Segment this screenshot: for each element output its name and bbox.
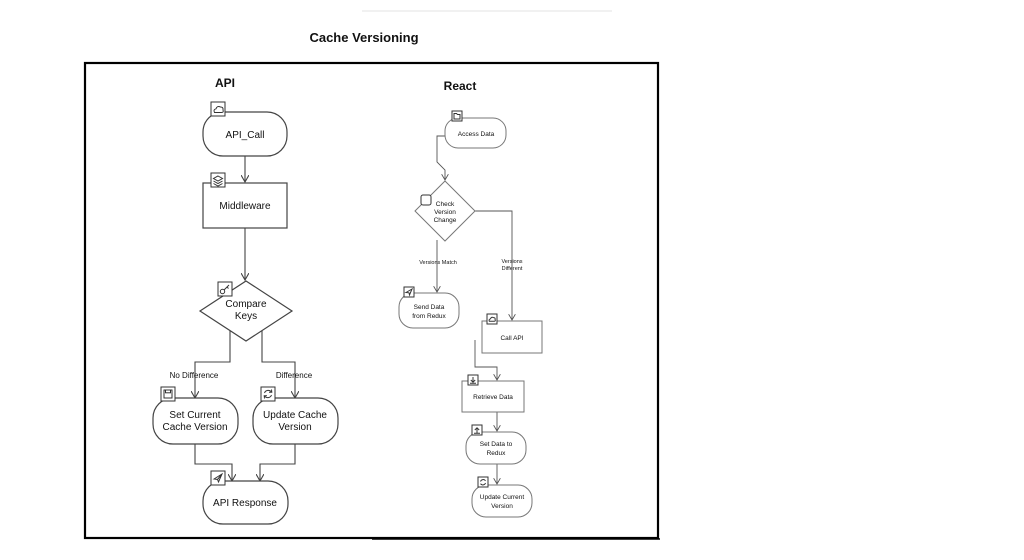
node-middleware — [202, 182, 288, 229]
edge-label-versions-different-1: Versions — [501, 259, 522, 265]
node-update-current-version — [471, 484, 533, 518]
edge-callapi-retrieve — [474, 340, 497, 380]
node-compare-keys-label-2: Keys — [235, 311, 257, 322]
node-send-data-from-redux — [398, 292, 460, 329]
edge-label-difference: Difference — [276, 371, 313, 380]
edge-label-no-difference: No Difference — [170, 371, 219, 380]
node-update-cache-label-2: Version — [278, 422, 311, 433]
edge-label-versions-match: Versions Match — [419, 260, 457, 266]
node-set-current-cache-version — [152, 397, 239, 445]
node-access-data-label: Access Data — [458, 131, 495, 138]
diagram-frame — [83, 61, 660, 540]
edge-access-check — [436, 135, 445, 180]
edge-setcurrent-response — [194, 444, 232, 481]
blank-icon — [420, 194, 432, 206]
node-send-data-label-2: from Redux — [412, 313, 446, 320]
node-update-cache-label-1: Update Cache — [263, 410, 327, 421]
node-call-api-label: Call API — [500, 335, 523, 342]
node-retrieve-data-label: Retrieve Data — [473, 394, 513, 401]
upload-icon — [471, 424, 483, 436]
node-check-version-label-1: Check — [436, 201, 455, 208]
node-set-current-label-2: Cache Version — [162, 422, 227, 433]
node-retrieve-data — [461, 380, 525, 413]
diagram-title: Cache Versioning — [309, 30, 418, 45]
node-set-data-label-2: Redux — [487, 450, 507, 457]
refresh-icon — [260, 386, 276, 402]
node-api-call-label: API_Call — [226, 130, 265, 141]
node-middleware-label: Middleware — [219, 201, 271, 212]
folder-icon — [451, 110, 463, 122]
cloud-icon — [210, 101, 226, 117]
download-icon — [467, 374, 479, 386]
node-set-current-label-1: Set Current — [169, 410, 220, 421]
node-check-version-label-3: Change — [434, 217, 457, 224]
edge-label-versions-different-2: Different — [502, 266, 523, 272]
edge-compare-difference — [261, 330, 295, 398]
send-icon — [210, 470, 226, 486]
key-icon — [217, 281, 233, 297]
cloud-icon — [486, 313, 498, 325]
node-call-api — [481, 320, 543, 354]
node-send-data-label-1: Send Data — [414, 304, 445, 311]
react-section-label: React — [444, 79, 477, 93]
layers-icon — [210, 172, 226, 188]
node-update-current-label-2: Version — [491, 503, 513, 510]
send-icon — [403, 286, 415, 298]
node-check-version-label-2: Version — [434, 209, 456, 216]
edge-updatecache-response — [260, 444, 296, 481]
node-update-cache-version — [252, 397, 339, 445]
node-api-response-label: API Response — [213, 498, 277, 509]
node-api-response — [202, 480, 289, 525]
save-icon — [160, 386, 176, 402]
node-update-current-label-1: Update Current — [480, 494, 525, 501]
edge-check-versions-different — [474, 210, 512, 320]
node-access-data — [444, 117, 507, 149]
api-section-label: API — [215, 76, 235, 90]
node-set-data-to-redux — [465, 431, 527, 465]
node-compare-keys-label-1: Compare — [225, 299, 267, 310]
node-set-data-label-1: Set Data to — [480, 441, 513, 448]
refresh-icon — [477, 476, 489, 488]
edge-compare-nodifference — [195, 330, 231, 398]
node-api-call — [202, 111, 288, 157]
